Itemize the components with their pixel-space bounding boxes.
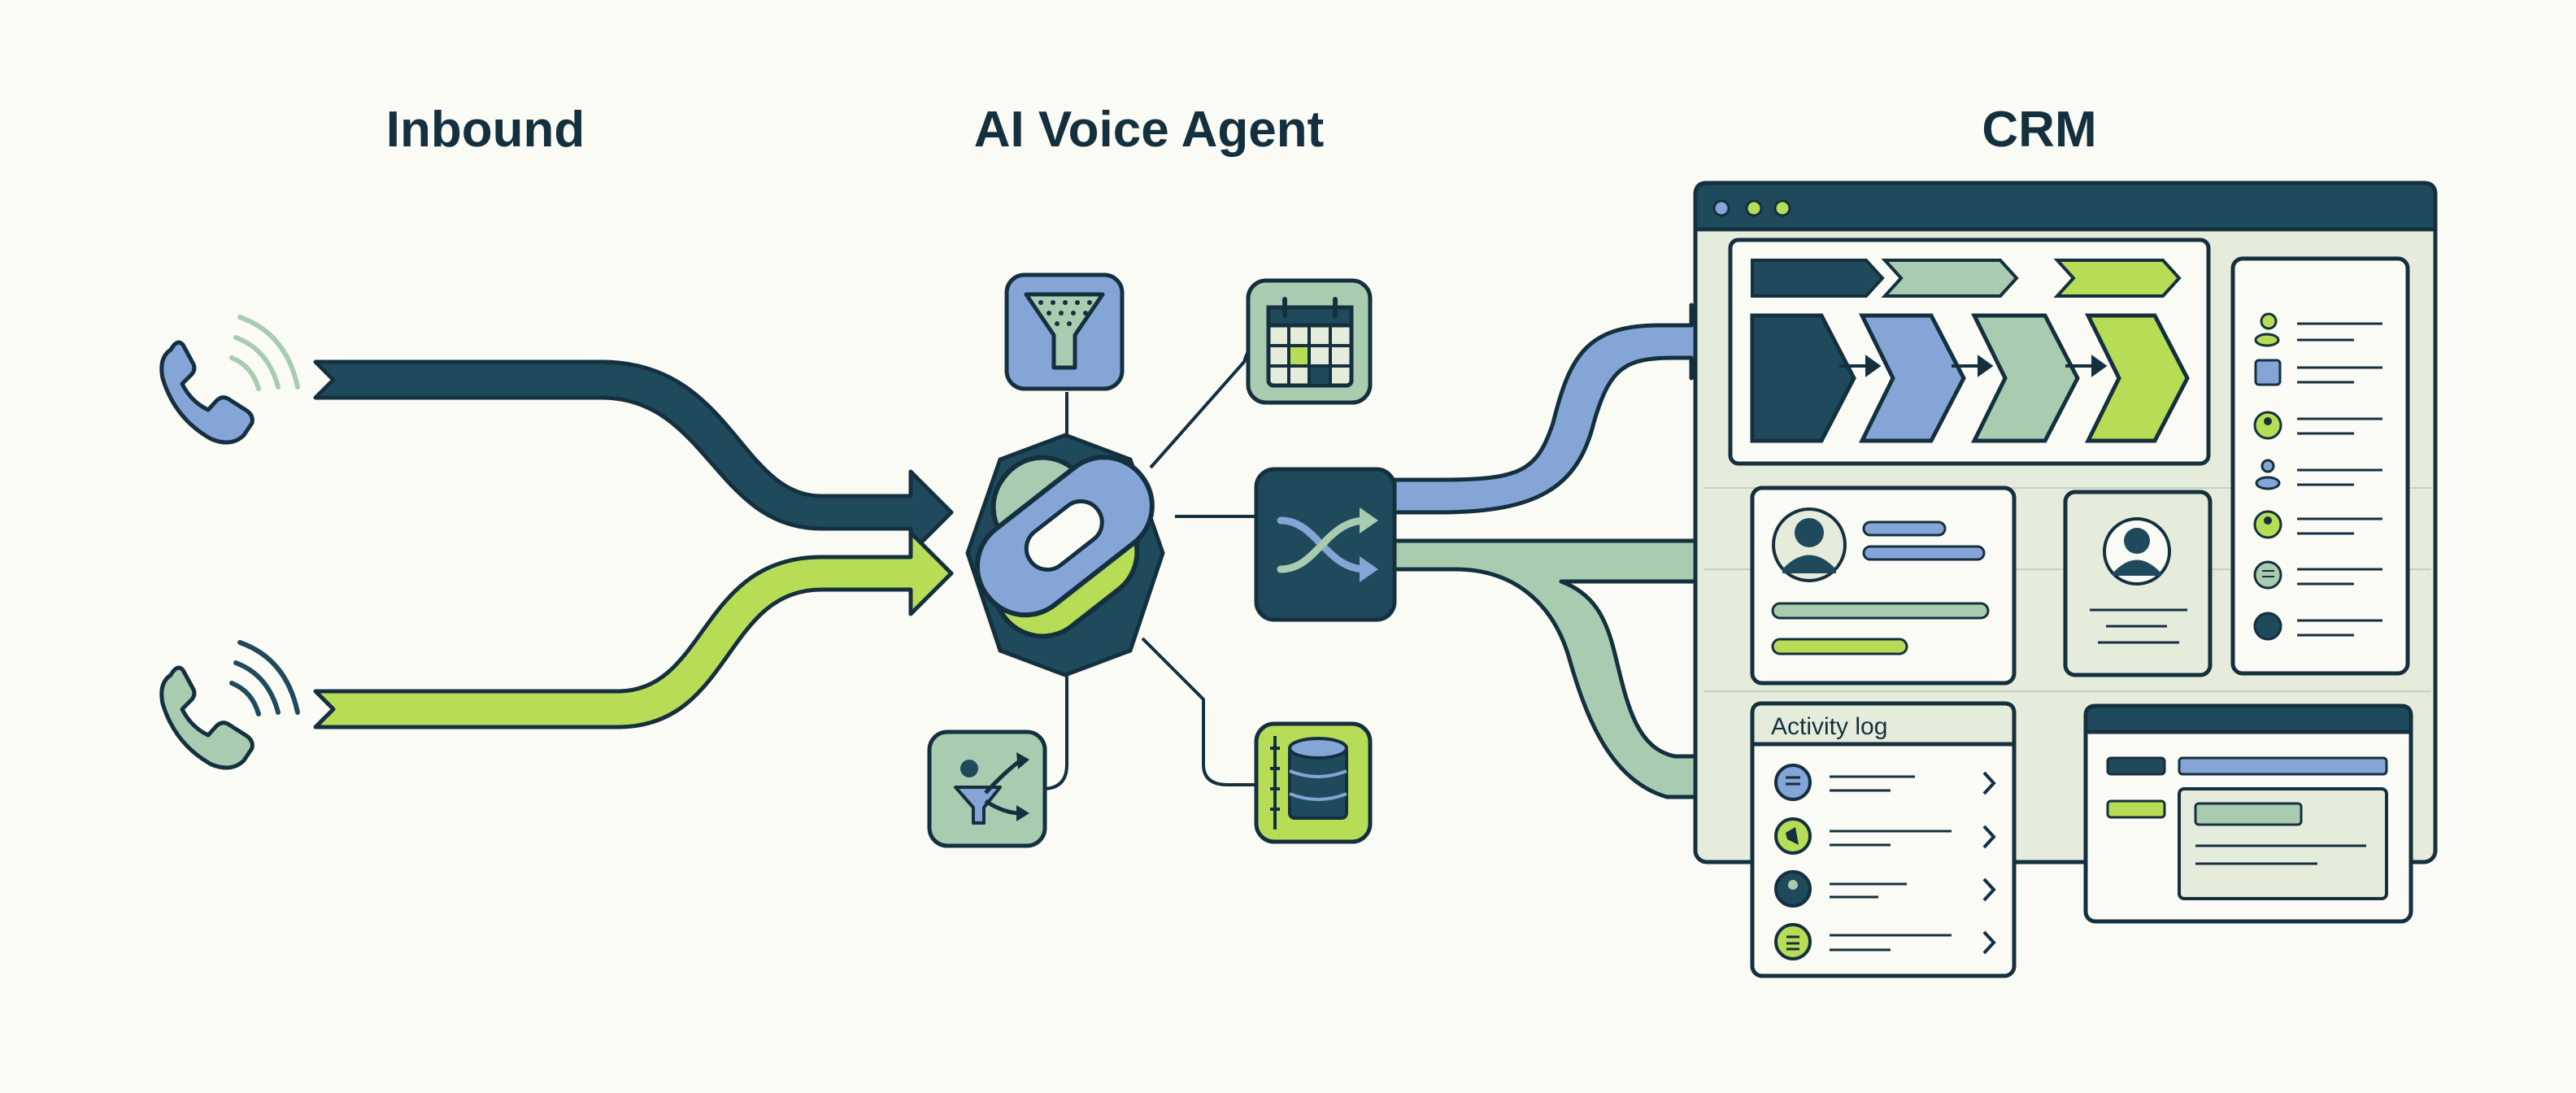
outbound-arrow-sage <box>1392 514 1747 824</box>
sad-face-icon <box>2253 612 2282 641</box>
crm-side-list <box>2230 256 2410 676</box>
activity-row[interactable] <box>1774 817 1996 855</box>
funnel-icon <box>1004 272 1125 391</box>
contact-card-secondary <box>2063 490 2213 677</box>
user-icon <box>2253 510 2282 539</box>
heading-inbound: Inbound <box>386 102 585 158</box>
chevron-right-icon <box>1982 930 1996 955</box>
activity-log-title: Activity log <box>1771 713 1887 740</box>
person-filter-split-icon <box>927 729 1047 848</box>
user-icon <box>2253 411 2282 440</box>
knot-hub-icon <box>965 433 1165 677</box>
list-icon <box>2253 560 2282 590</box>
inbound-flow-arrow-navy <box>313 359 954 555</box>
person-icon <box>2255 459 2281 490</box>
detail-window <box>2083 703 2413 924</box>
activity-row[interactable] <box>1774 923 1996 960</box>
activity-row[interactable] <box>1774 870 1996 908</box>
heading-crm: CRM <box>1982 102 2096 158</box>
window-dot-icon <box>1712 199 1730 217</box>
window-dot-icon <box>1773 199 1791 217</box>
activity-row[interactable] <box>1774 764 1996 801</box>
avatar-icon <box>2103 517 2171 586</box>
inbound-flow-arrow-lime <box>313 530 954 729</box>
shuffle-icon <box>1254 467 1397 622</box>
activity-log-panel: Activity log <box>1750 701 2017 978</box>
calendar-icon <box>2254 359 2282 386</box>
pipeline-panel <box>1728 237 2211 466</box>
chevron-right-icon <box>1982 771 1996 795</box>
chevron-right-icon <box>1982 825 1996 849</box>
database-icon <box>1254 721 1373 844</box>
pin-icon <box>2254 312 2280 347</box>
calendar-icon <box>1246 278 1373 405</box>
megaphone-icon <box>1786 827 1799 845</box>
window-dot-icon <box>1745 199 1763 217</box>
phone-icon-navy <box>159 315 300 445</box>
contact-card-primary <box>1750 486 2017 686</box>
outbound-arrow-blue <box>1392 303 1730 515</box>
heading-ai-voice-agent: AI Voice Agent <box>974 102 1325 158</box>
chevron-right-icon <box>1982 877 1996 902</box>
avatar-icon <box>1772 507 1847 582</box>
phone-icon-sage <box>159 640 300 770</box>
